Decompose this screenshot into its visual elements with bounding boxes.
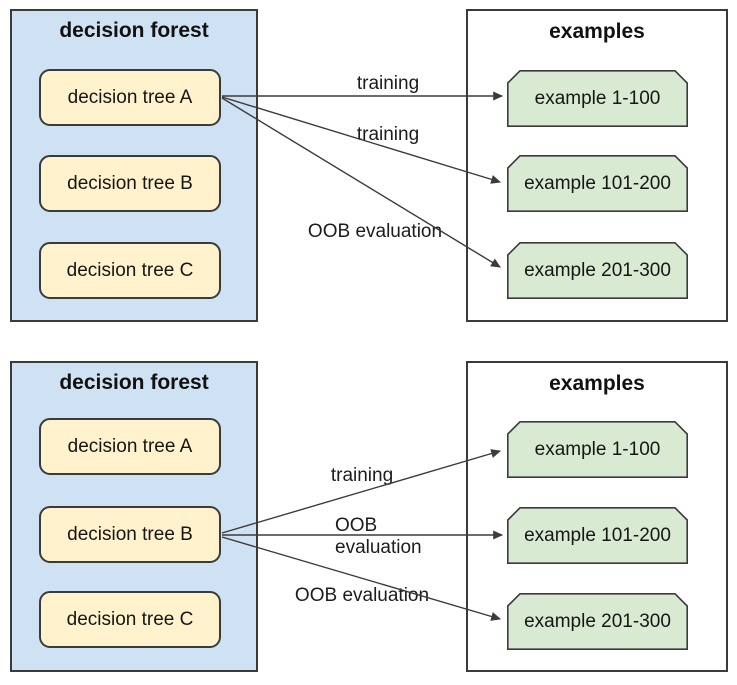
example-1-100-label: example 1-100: [534, 87, 661, 109]
tree-c-label: decision tree C: [66, 608, 194, 630]
tree-a-node: decision tree A: [39, 418, 221, 475]
example-101-200-node: example 101-200: [507, 507, 688, 564]
card-shape: [507, 507, 688, 564]
example-101-200-label: example 101-200: [524, 172, 671, 194]
example-1-100-label: example 1-100: [534, 438, 661, 460]
arrow-label-oob-evaluation: OOB evaluation: [335, 515, 422, 558]
card-shape: [507, 70, 688, 127]
example-201-300-label: example 201-300: [524, 259, 671, 281]
example-201-300-label: example 201-300: [524, 610, 671, 632]
example-1-100-node: example 1-100: [507, 70, 688, 127]
arrow-label-training-1: training: [356, 73, 420, 94]
card-shape: [507, 242, 688, 299]
tree-b-node: decision tree B: [39, 506, 221, 563]
card-shape: [507, 155, 688, 212]
arrow-label-training-1: training: [330, 465, 394, 486]
tree-b-label: decision tree B: [67, 523, 193, 545]
example-101-200-node: example 101-200: [507, 155, 688, 212]
tree-c-node: decision tree C: [39, 591, 221, 648]
arrow-label-training-2: OOB evaluation: [294, 585, 430, 606]
tree-c-label: decision tree C: [66, 259, 194, 281]
tree-a-label: decision tree A: [67, 86, 193, 108]
example-101-200-label: example 101-200: [524, 524, 671, 546]
tree-b-node: decision tree B: [39, 155, 221, 212]
arrow-label-training-2: training: [356, 124, 420, 145]
arrow-label-oob-evaluation: OOB evaluation: [307, 221, 443, 242]
card-shape: [507, 421, 688, 478]
examples-title: examples: [549, 20, 645, 43]
example-1-100-node: example 1-100: [507, 421, 688, 478]
tree-b-label: decision tree B: [67, 172, 193, 194]
card-shape: [507, 593, 688, 650]
tree-a-node: decision tree A: [39, 69, 221, 126]
decision-forest-title: decision forest: [59, 371, 209, 394]
decision-forest-title: decision forest: [59, 19, 209, 42]
example-201-300-node: example 201-300: [507, 593, 688, 650]
tree-c-node: decision tree C: [39, 242, 221, 299]
examples-title: examples: [549, 372, 645, 395]
example-201-300-node: example 201-300: [507, 242, 688, 299]
tree-a-label: decision tree A: [67, 435, 193, 457]
